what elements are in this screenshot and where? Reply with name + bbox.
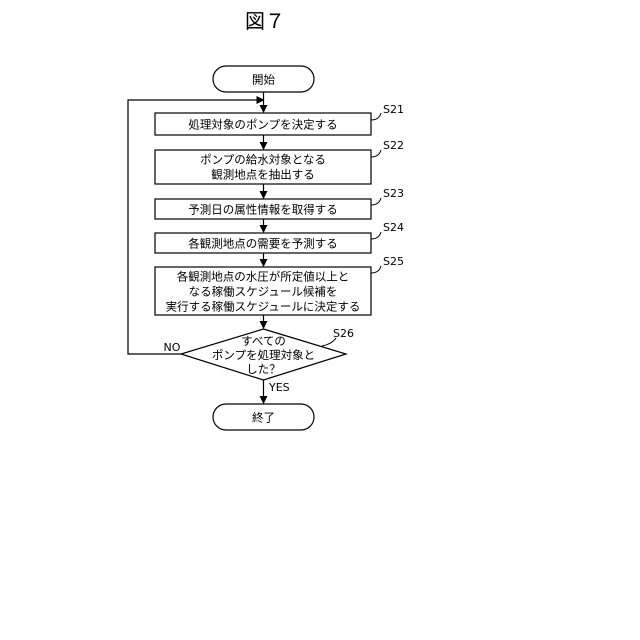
step-label-s22: S22 bbox=[383, 139, 404, 152]
edge-label-no: NO bbox=[164, 341, 181, 354]
start-label: 開始 bbox=[252, 73, 275, 87]
decision-text-s26-line3: した？ bbox=[246, 362, 281, 376]
step-label-s24: S24 bbox=[383, 221, 404, 234]
loop-back-line bbox=[128, 100, 264, 354]
process-text-s22-line1: ポンプの給水対象となる bbox=[200, 153, 326, 167]
step-label-s23: S23 bbox=[383, 187, 404, 200]
step-leader-s25 bbox=[371, 266, 381, 273]
step-label-s25: S25 bbox=[383, 255, 404, 268]
decision-text-s26-line1: すべての bbox=[241, 334, 286, 348]
process-text-s24-line1: 各観測地点の需要を予測する bbox=[188, 237, 338, 251]
decision-text-s26-line2: ポンプを処理対象と bbox=[212, 348, 315, 362]
step-label-s26: S26 bbox=[333, 327, 354, 340]
step-leader-s22 bbox=[371, 150, 381, 157]
end-label: 終了 bbox=[252, 411, 275, 425]
step-leader-s21 bbox=[371, 113, 381, 120]
process-text-s25-line3: 実行する稼働スケジュールに決定する bbox=[166, 300, 361, 314]
step-label-s21: S21 bbox=[383, 103, 404, 116]
process-text-s25-line1: 各観測地点の水圧が所定値以上と bbox=[177, 270, 350, 284]
step-leader-s23 bbox=[371, 198, 381, 205]
figure-title: 図７ bbox=[245, 9, 285, 33]
process-text-s23-line1: 予測日の属性情報を取得する bbox=[188, 203, 338, 217]
process-text-s21-line1: 処理対象のポンプを決定する bbox=[188, 118, 337, 132]
process-text-s25-line2: なる稼働スケジュール候補を bbox=[189, 285, 338, 299]
step-leader-s24 bbox=[371, 232, 381, 239]
edge-label-yes: YES bbox=[268, 381, 290, 394]
process-text-s22-line2: 観測地点を抽出する bbox=[211, 168, 315, 182]
